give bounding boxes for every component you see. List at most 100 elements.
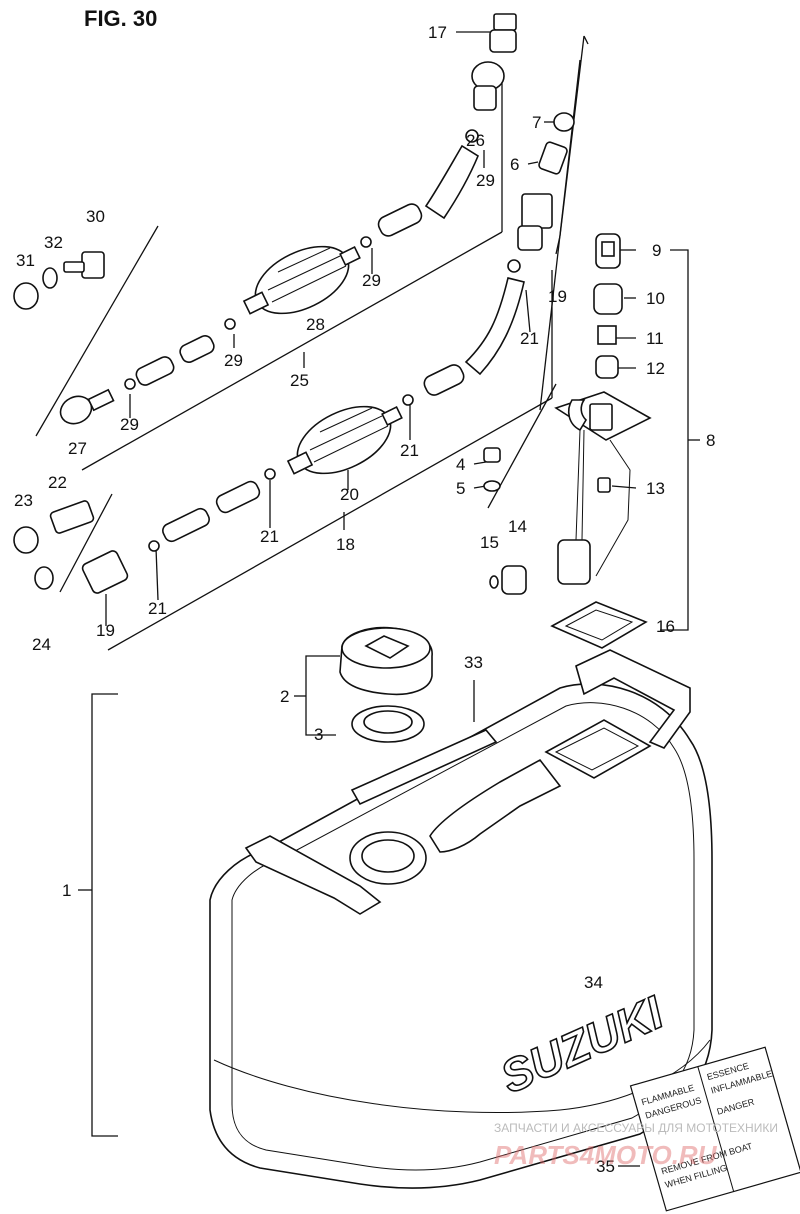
bulb-nozzle-r [339, 246, 361, 266]
nut-31 [13, 282, 39, 310]
float-14 [501, 565, 527, 595]
figure-title: FIG. 30 [84, 6, 157, 31]
seal-3-inner [363, 710, 413, 734]
callout-21a: 21 [520, 329, 539, 348]
callout-8: 8 [706, 431, 715, 450]
callout-5: 5 [456, 479, 465, 498]
lens-10 [593, 283, 623, 315]
callout-25: 25 [290, 371, 309, 390]
warning-label-35: FLAMMABLE DANGEROUS REMOVE FROM BOAT WHE… [629, 1046, 800, 1212]
callout-33: 33 [464, 653, 483, 672]
gasket-12 [595, 355, 619, 379]
connector-19-bottom [81, 550, 129, 594]
callout-18: 18 [336, 535, 355, 554]
callout-31: 31 [16, 251, 35, 270]
hose-seg-18b [215, 480, 261, 514]
float-body [557, 539, 591, 585]
hose-upper [424, 144, 479, 220]
hose-mid [464, 277, 525, 376]
glass-11 [597, 325, 617, 345]
callout-29b: 29 [362, 271, 381, 290]
bulb-nozzle [242, 291, 270, 315]
gauge-mount [544, 719, 652, 779]
connector-19-top-body [517, 225, 543, 251]
clip-21-top [507, 259, 521, 273]
callout-21d: 21 [148, 599, 167, 618]
tank-body [209, 683, 713, 1189]
watermark-line1: ЗАПЧАСТИ И АКСЕССУАРЫ ДЛЯ МОТОТЕХНИКИ [494, 1121, 778, 1135]
bulb20-nozzle-r [381, 406, 403, 426]
cap-handle [364, 635, 410, 659]
tank-bracket [575, 649, 691, 749]
clip-21 [402, 394, 414, 406]
screw-4 [483, 447, 501, 463]
gauge-9-window [601, 241, 615, 257]
callout-29d: 29 [120, 415, 139, 434]
fitting-30-stem [63, 261, 85, 273]
callout-19b: 19 [96, 621, 115, 640]
callout-19a: 19 [548, 287, 567, 306]
watermark-line2: PARTS4MOTO.RU [494, 1140, 718, 1170]
callout-4: 4 [456, 455, 465, 474]
tank-grip-left [244, 835, 382, 915]
primer-bulb-20 [296, 405, 392, 475]
hose-seg-18a [423, 364, 465, 396]
tank-handle [429, 758, 562, 853]
callout-21b: 21 [400, 441, 419, 460]
callout-23: 23 [14, 491, 33, 510]
gasket-16 [550, 601, 648, 649]
gasket-16-inner [564, 609, 634, 641]
fuel-tank-1: SUZUKI FLAMMABLE DANGEROUS REMOVE FROM B… [209, 649, 800, 1212]
callout-12: 12 [646, 359, 665, 378]
callout-30: 30 [86, 207, 105, 226]
gauge-pipe [567, 399, 588, 432]
clip-15 [489, 575, 499, 589]
clip-29 [360, 236, 372, 248]
clip-21b [264, 468, 276, 480]
watermark: ЗАПЧАСТИ И АКСЕССУАРЫ ДЛЯ МОТОТЕХНИКИ PA… [494, 1121, 778, 1170]
filler-neck-inner [361, 839, 415, 873]
gauge-housing [589, 403, 613, 431]
hose-segment-3 [135, 356, 175, 386]
connector-26-stem [473, 85, 497, 111]
callout-22: 22 [48, 473, 67, 492]
oring-7 [553, 112, 575, 132]
callout-2: 2 [280, 687, 289, 706]
callout-21c: 21 [260, 527, 279, 546]
callout-7: 7 [532, 113, 541, 132]
connector-19-top [521, 193, 553, 229]
gauge-assembly-8 [483, 233, 652, 649]
gauge-mount-inner [554, 727, 640, 771]
fitting-17-body [489, 29, 517, 53]
warning-label-divider [697, 1066, 735, 1192]
callout-10: 10 [646, 289, 665, 308]
callout-27: 27 [68, 439, 87, 458]
callout-16: 16 [656, 617, 675, 636]
callout-29c: 29 [224, 351, 243, 370]
cap-assembly [339, 626, 433, 743]
label-plate-33 [350, 729, 498, 806]
primer-bulb-28 [254, 245, 350, 315]
washer-32 [42, 267, 58, 289]
hose-assembly-18 [13, 193, 553, 594]
connector-27-stem [87, 388, 115, 412]
fitting-6 [538, 141, 568, 175]
clip-29c [124, 378, 136, 390]
tank-inner-edge [231, 702, 695, 1171]
callout-20: 20 [340, 485, 359, 504]
callout-26: 26 [466, 131, 485, 150]
callout-13: 13 [646, 479, 665, 498]
callout-11: 11 [646, 329, 664, 348]
callout-6: 6 [510, 155, 519, 174]
callout-17: 17 [428, 23, 447, 42]
fitting-30 [81, 251, 105, 279]
callout-29a: 29 [476, 171, 495, 190]
hose-segment [377, 203, 423, 237]
connector-27 [59, 395, 93, 425]
clip-29b [224, 318, 236, 330]
fitting-17 [493, 13, 517, 31]
float-arm [595, 439, 631, 577]
bulb20-nozzle [286, 451, 314, 475]
callout-28: 28 [306, 315, 325, 334]
